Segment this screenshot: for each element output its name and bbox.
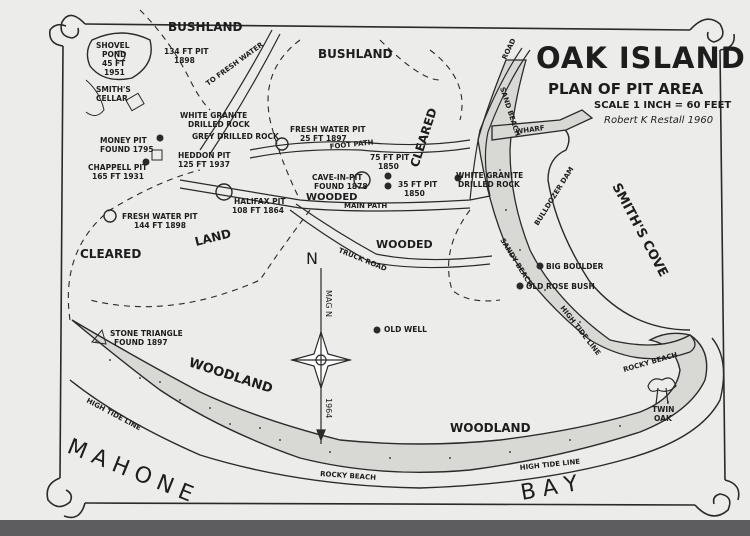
markers bbox=[85, 32, 544, 345]
label-halifax-pit-1: HALIFAX PIT bbox=[234, 197, 286, 206]
label-pit-75-1: 75 FT PIT bbox=[370, 153, 410, 162]
pit-75-marker bbox=[384, 172, 392, 180]
label-heddon-pit-2: 125 FT 1937 bbox=[178, 160, 230, 169]
old-well-marker bbox=[373, 326, 381, 334]
label-grey-rock: GREY DRILLED ROCK bbox=[192, 132, 280, 141]
label-pit-75-2: 1850 bbox=[378, 162, 399, 171]
shovel-pond-center bbox=[114, 50, 126, 62]
label-pit-35-1: 35 FT PIT bbox=[398, 180, 438, 189]
label-white-granite-1b: DRILLED ROCK bbox=[188, 120, 251, 129]
paths bbox=[179, 29, 531, 269]
label-cave-in-pit-2: FOUND 1878 bbox=[314, 182, 368, 191]
map-title: OAK ISLAND bbox=[536, 41, 746, 75]
label-money-pit-2: FOUND 1795 bbox=[100, 145, 154, 154]
label-shovel-pond-4: 1951 bbox=[104, 68, 125, 77]
label-big-boulder: BIG BOULDER bbox=[546, 262, 604, 271]
region-cleared: CLEARED bbox=[80, 247, 141, 261]
old-rose-bush-marker bbox=[516, 282, 524, 290]
foot-path-line bbox=[249, 139, 471, 151]
label-shovel-pond-3: 45 FT bbox=[102, 59, 126, 68]
money-pit-marker bbox=[156, 134, 164, 142]
table-edge bbox=[0, 520, 750, 536]
label-old-well: OLD WELL bbox=[384, 325, 427, 334]
label-cave-in-pit-1: CAVE-IN-PIT bbox=[312, 173, 363, 182]
compass-mag-n-label: MAG N bbox=[324, 290, 333, 317]
label-shovel-pond-1: SHOVEL bbox=[96, 41, 130, 50]
label-fresh-water-2a: FRESH WATER PIT bbox=[122, 212, 198, 221]
smiths-cellar-marker bbox=[125, 92, 145, 112]
road-north bbox=[469, 47, 523, 201]
white-granite-2-marker bbox=[454, 174, 462, 182]
label-fresh-water-1a: FRESH WATER PIT bbox=[290, 125, 366, 134]
label-rocky-beach-bottom: ROCKY BEACH bbox=[320, 470, 377, 482]
truck-road-line bbox=[289, 209, 491, 269]
label-heddon-pit-1: HEDDON PIT bbox=[178, 151, 231, 160]
heddon-pit-marker bbox=[151, 149, 163, 161]
wharf-shape bbox=[491, 109, 594, 141]
stone-triangle-marker bbox=[91, 328, 107, 345]
label-old-rose-bush: OLD ROSE BUSH bbox=[526, 282, 595, 291]
chappell-pit-marker bbox=[142, 158, 150, 166]
label-chappell-pit-1: CHAPPELL PIT bbox=[88, 163, 148, 172]
region-wooded-2: WOODED bbox=[376, 238, 433, 251]
main-path-road bbox=[179, 179, 491, 204]
compass-n-label: N bbox=[306, 249, 318, 268]
twin-oak-tree bbox=[647, 377, 677, 405]
beach-sand bbox=[71, 319, 708, 473]
map-scale: SCALE 1 INCH = 60 FEET bbox=[594, 100, 731, 111]
map-subtitle: PLAN OF PIT AREA bbox=[548, 80, 704, 98]
compass-year-label: 1964 bbox=[324, 398, 333, 418]
mainland-shore bbox=[69, 337, 725, 489]
big-boulder-marker bbox=[536, 262, 544, 270]
pit-35-marker bbox=[384, 182, 392, 190]
label-smiths-cellar-2: CELLAR bbox=[96, 94, 128, 103]
label-twin-oak-1: TWIN bbox=[652, 405, 674, 414]
label-white-granite-1a: WHITE GRANITE bbox=[180, 111, 247, 120]
region-bushland-mid: BUSHLAND bbox=[318, 47, 393, 61]
label-shovel-pond-2: POND bbox=[102, 50, 126, 59]
label-pit-35-2: 1850 bbox=[404, 189, 425, 198]
label-pit-134-1: 134 FT PIT bbox=[164, 47, 209, 56]
cove-beach bbox=[477, 59, 696, 360]
label-fresh-water-2b: 144 FT 1898 bbox=[134, 221, 186, 230]
shoreline bbox=[69, 59, 725, 489]
label-white-granite-2b: DRILLED ROCK bbox=[458, 180, 521, 189]
label-smiths-cellar-1: SMITH'S bbox=[96, 85, 131, 94]
fresh-water-pit-2-marker bbox=[103, 209, 117, 223]
label-halifax-pit-2: 108 FT 1864 bbox=[232, 206, 284, 215]
cave-in-pit-marker bbox=[353, 171, 371, 189]
compass-rose bbox=[289, 268, 353, 444]
shovel-pond-outline bbox=[86, 32, 152, 81]
region-woodland-right: WOODLAND bbox=[450, 421, 531, 435]
label-stone-triangle-2: FOUND 1897 bbox=[114, 338, 168, 347]
map-border bbox=[46, 14, 740, 519]
region-bushland-top: BUSHLAND bbox=[168, 20, 243, 34]
label-pit-134-2: 1898 bbox=[174, 56, 195, 65]
map-author: Robert K Restall 1960 bbox=[604, 115, 713, 126]
label-chappell-pit-2: 165 FT 1931 bbox=[92, 172, 144, 181]
label-stone-triangle-1: STONE TRIANGLE bbox=[110, 329, 183, 338]
fresh-water-pit-1-marker bbox=[275, 137, 289, 151]
label-white-granite-2a: WHITE GRANITE bbox=[456, 171, 523, 180]
label-main-path: MAIN PATH bbox=[344, 202, 387, 210]
halifax-pit-marker bbox=[215, 183, 233, 201]
label-fresh-water-1b: 25 FT 1897 bbox=[300, 134, 347, 143]
label-twin-oak-2: OAK bbox=[654, 414, 673, 423]
region-wooded-1: WOODED bbox=[306, 192, 357, 203]
label-money-pit-1: MONEY PIT bbox=[100, 136, 148, 145]
